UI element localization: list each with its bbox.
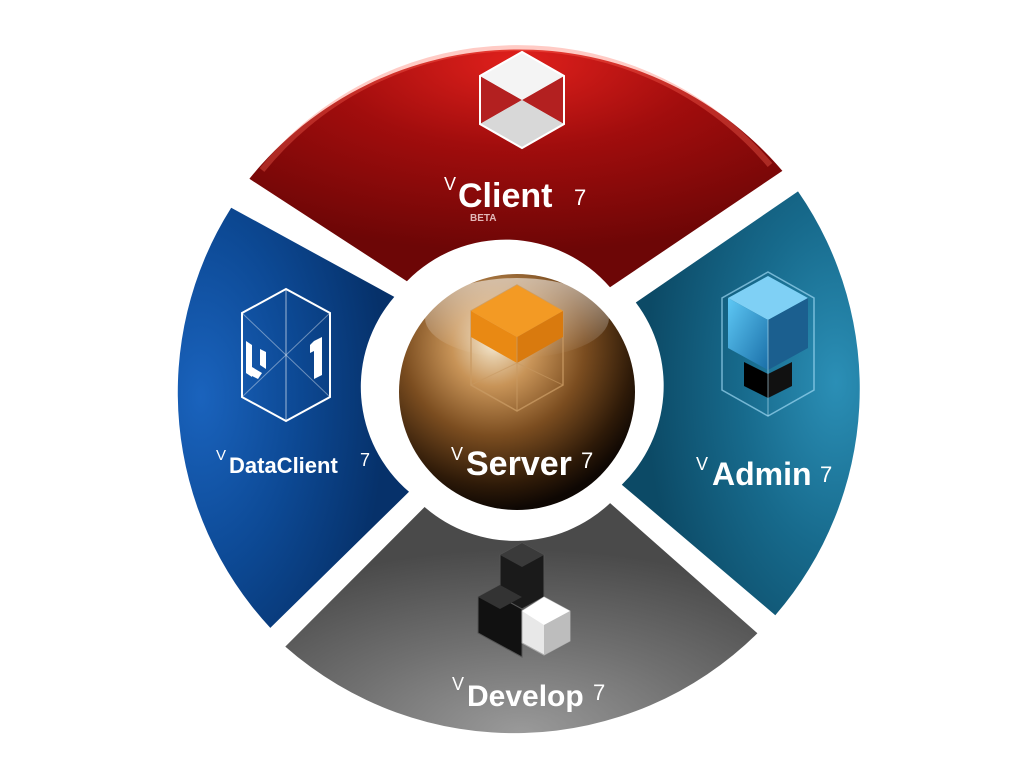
server-name: Server [466, 445, 572, 483]
server-version: 7 [581, 448, 593, 473]
dataclient-label: V DataClient 7 [216, 447, 370, 478]
orange-cube-icon [470, 284, 564, 412]
segment-client [249, 45, 783, 288]
client-name: Client [458, 177, 552, 215]
admin-prefix: V [696, 454, 708, 474]
client-version: 7 [574, 185, 586, 210]
develop-prefix: V [452, 674, 464, 694]
admin-label: V Admin 7 [696, 454, 832, 492]
server-label: V Server 7 [451, 444, 593, 483]
client-beta-badge: BETA [470, 213, 496, 224]
dataclient-version: 7 [360, 450, 370, 470]
dataclient-prefix: V [216, 447, 226, 464]
client-label: V Client 7 BETA [444, 174, 586, 224]
admin-name: Admin [712, 456, 812, 492]
server-prefix: V [451, 444, 463, 464]
develop-name: Develop [467, 680, 584, 713]
client-prefix: V [444, 174, 456, 194]
dataclient-name: DataClient [229, 453, 338, 478]
develop-version: 7 [593, 680, 605, 705]
admin-version: 7 [820, 462, 832, 487]
stacked-blue-cube-icon [721, 271, 815, 417]
hourglass-cube-icon [479, 50, 565, 150]
develop-label: V Develop 7 [452, 674, 605, 713]
stacked-black-cube-icon [477, 542, 571, 658]
data-cube-icon [241, 287, 331, 423]
